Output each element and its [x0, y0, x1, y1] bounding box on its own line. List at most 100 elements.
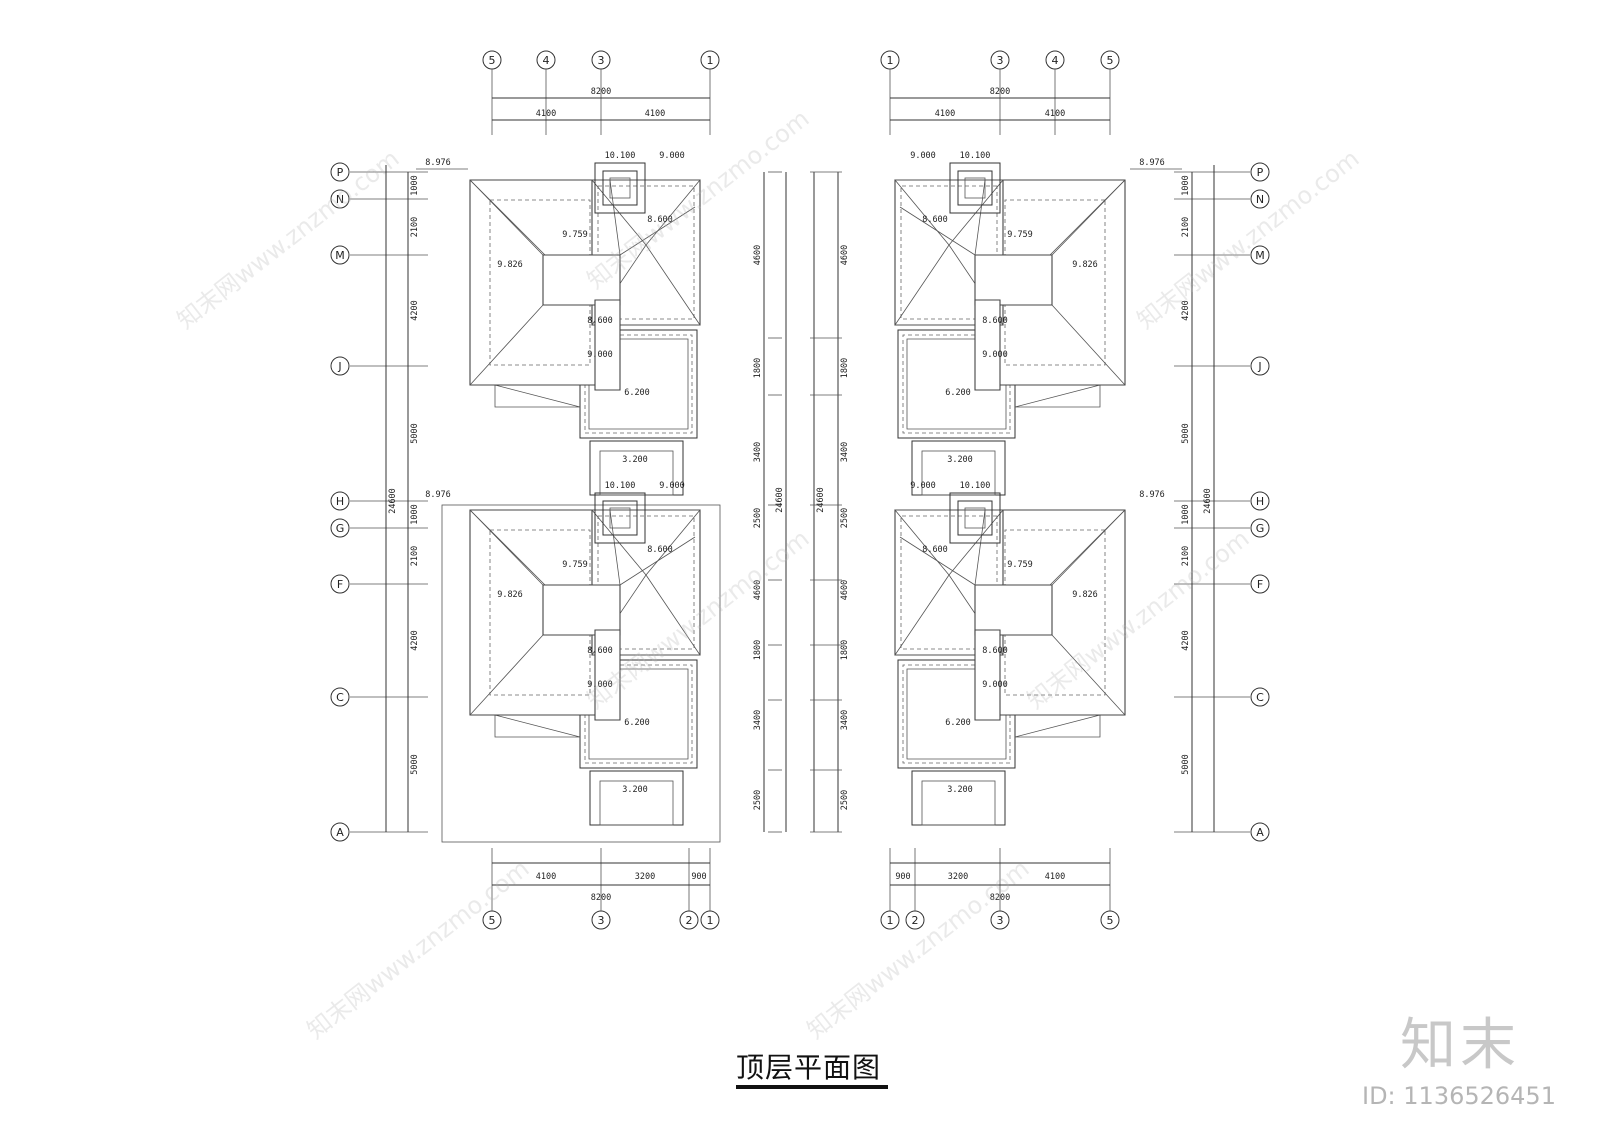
hip-line — [469, 304, 544, 386]
eave-line — [494, 714, 581, 738]
dimension-total: 8200 — [990, 87, 1010, 97]
center-roof — [542, 584, 621, 636]
axis-label: F — [337, 578, 343, 591]
dimension-part: 2500 — [753, 790, 763, 810]
axis-bubble — [330, 189, 350, 209]
stair-tower-inner — [602, 500, 638, 536]
elevation-9000: 9.000 — [910, 481, 936, 491]
elevation-8600: 8.600 — [587, 646, 613, 656]
dimension-total: 24600 — [388, 488, 398, 514]
axis-label: 2 — [686, 914, 693, 927]
elevation-9826: 9.826 — [497, 260, 523, 270]
axis-label: C — [336, 691, 344, 704]
hip-line — [469, 509, 544, 586]
axis-label: A — [1256, 826, 1264, 839]
hip-line — [1051, 179, 1126, 256]
stair-tower-core — [964, 507, 986, 529]
dimension-part: 4200 — [1181, 300, 1191, 320]
axis-label: 1 — [707, 914, 714, 927]
axis-bubble — [330, 518, 350, 538]
axis-label: J — [337, 360, 341, 373]
axis-label: 2 — [912, 914, 919, 927]
wing-roof — [594, 299, 621, 391]
elevation-3200: 3.200 — [947, 455, 973, 465]
elevation-9000: 9.000 — [587, 680, 613, 690]
title-underline — [736, 1085, 888, 1089]
stair-tower-core — [609, 177, 631, 199]
hip-line — [1051, 634, 1126, 716]
axis-bubble — [1250, 189, 1270, 209]
eave-line — [1014, 714, 1101, 738]
wing-roof — [974, 299, 1001, 391]
hip-line — [619, 536, 696, 586]
dimension-part: 1800 — [753, 358, 763, 378]
dimension-part: 3200 — [948, 872, 968, 882]
elevation-8600: 8.600 — [922, 545, 948, 555]
dimension-part: 1000 — [410, 175, 420, 195]
elevation-9826: 9.826 — [1072, 260, 1098, 270]
elevation-8976: 8.976 — [425, 490, 451, 500]
hip-line — [469, 634, 544, 716]
elevation-9000: 9.000 — [982, 350, 1008, 360]
dimension-part: 4200 — [410, 300, 420, 320]
axis-label: N — [1256, 193, 1264, 206]
axis-label: P — [1257, 166, 1264, 179]
dimension-part: 5000 — [1181, 423, 1191, 443]
elevation-8600: 8.600 — [647, 545, 673, 555]
elevation-9000: 9.000 — [659, 151, 685, 161]
dimension-part: 3400 — [753, 710, 763, 730]
drawing-title: 顶层平面图 — [736, 1051, 882, 1084]
secondary-gutter — [597, 185, 695, 320]
dimension-part: 4100 — [536, 872, 556, 882]
axis-label: P — [337, 166, 344, 179]
stair-tower — [594, 162, 646, 214]
lower-bay-inner — [921, 450, 996, 496]
elevation-3200: 3.200 — [622, 785, 648, 795]
axis-label: M — [335, 249, 345, 262]
axis-label: 5 — [489, 914, 496, 927]
axis-label: 3 — [598, 54, 605, 67]
elevation-8600: 8.600 — [587, 316, 613, 326]
axis-label: G — [1256, 522, 1265, 535]
axis-label: 3 — [997, 914, 1004, 927]
elevation-9000: 9.000 — [587, 350, 613, 360]
axis-label: 3 — [598, 914, 605, 927]
axis-bubble — [1250, 162, 1270, 182]
stair-tower-core — [609, 507, 631, 529]
dimension-total: 24600 — [775, 487, 785, 513]
axis-label: G — [336, 522, 345, 535]
dimension-part: 2100 — [1181, 546, 1191, 566]
watermark-logo: 知末 — [1400, 1013, 1520, 1078]
axis-label: H — [1256, 495, 1264, 508]
lower-bay — [589, 770, 684, 826]
dimension-part: 4200 — [1181, 630, 1191, 650]
elevation-3200: 3.200 — [947, 785, 973, 795]
elevation-6200: 6.200 — [624, 718, 650, 728]
lower-bay — [911, 770, 1006, 826]
dimension-part: 3400 — [753, 442, 763, 462]
axis-bubble — [330, 162, 350, 182]
axis-label: 1 — [887, 54, 894, 67]
elevation-9000: 9.000 — [982, 680, 1008, 690]
hip-line — [1051, 304, 1126, 386]
dimension-part: 1000 — [1181, 175, 1191, 195]
dimension-part: 4100 — [1045, 872, 1065, 882]
elevation-9826: 9.826 — [1072, 590, 1098, 600]
axis-label: 3 — [997, 54, 1004, 67]
dimension-part: 4100 — [935, 109, 955, 119]
site-boundary — [441, 504, 721, 843]
stair-tower-inner — [602, 170, 638, 206]
hip-line — [619, 206, 696, 256]
center-roof — [974, 584, 1053, 636]
elevation-9759: 9.759 — [562, 560, 588, 570]
elevation-8600: 8.600 — [982, 646, 1008, 656]
dimension-part: 1800 — [753, 640, 763, 660]
elevation-9826: 9.826 — [497, 590, 523, 600]
hip-line — [1051, 509, 1126, 586]
elevation-9759: 9.759 — [1007, 230, 1033, 240]
axis-label: J — [1257, 360, 1261, 373]
elevation-10100: 10.100 — [605, 151, 636, 161]
